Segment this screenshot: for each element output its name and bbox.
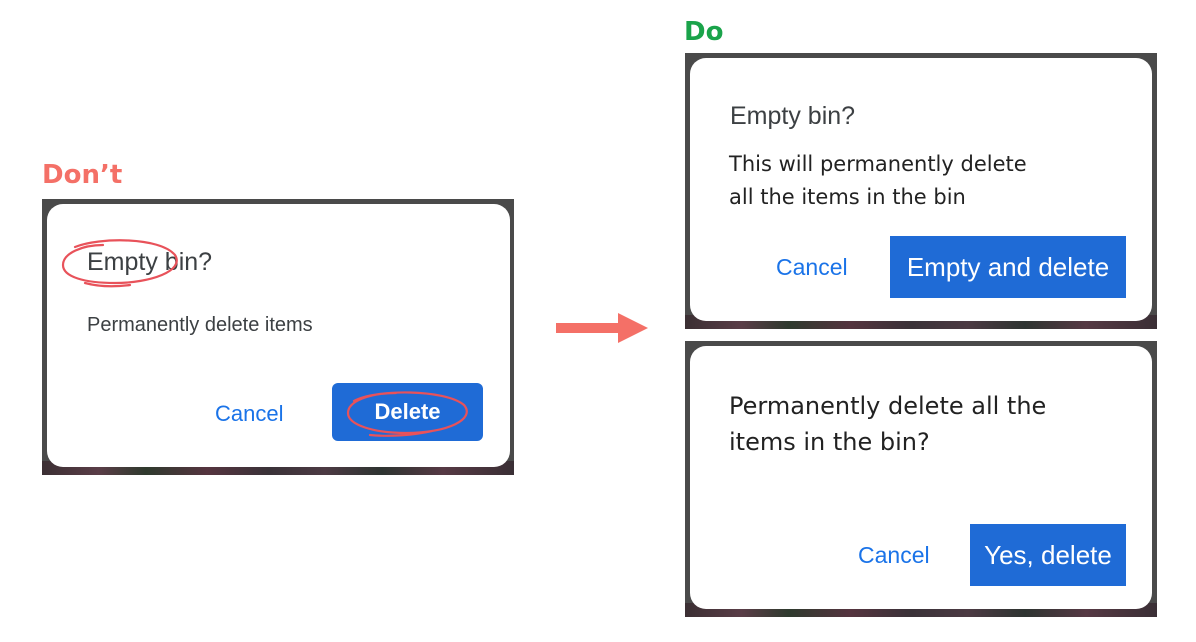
dont-heading: Don’t (42, 160, 123, 190)
dont-dialog-backdrop: Empty bin? Permanently delete items Canc… (42, 199, 514, 475)
dont-dialog-title: Empty bin? (87, 248, 213, 276)
do-dialog-1-message-line2: all the items in the bin (729, 185, 966, 209)
dont-dialog: Empty bin? Permanently delete items Canc… (47, 204, 510, 467)
dont-cancel-button[interactable]: Cancel (215, 401, 284, 426)
do-dialog-2-cancel-button[interactable]: Cancel (858, 542, 930, 568)
do-dialog-1-message-line1: This will permanently delete (729, 152, 1027, 176)
dont-delete-button[interactable]: Delete (332, 383, 483, 441)
do-dialog-1-cancel-button[interactable]: Cancel (776, 254, 848, 280)
do-dialog-1-confirm-button[interactable]: Empty and delete (890, 236, 1126, 298)
right-arrow-icon (556, 313, 648, 343)
do-dialog-1-backdrop: Empty bin? This will permanently delete … (685, 53, 1157, 329)
do-dialog-1: Empty bin? This will permanently delete … (690, 58, 1152, 321)
do-dialog-2-confirm-button[interactable]: Yes, delete (970, 524, 1126, 586)
do-dialog-2-message-line1: Permanently delete all the (729, 392, 1047, 420)
do-heading: Do (684, 17, 724, 47)
do-dialog-2: Permanently delete all the items in the … (690, 346, 1152, 609)
do-dialog-1-title: Empty bin? (730, 102, 856, 130)
do-dialog-2-message-line2: items in the bin? (729, 428, 930, 456)
dont-dialog-message: Permanently delete items (87, 314, 313, 336)
do-dialog-2-backdrop: Permanently delete all the items in the … (685, 341, 1157, 617)
